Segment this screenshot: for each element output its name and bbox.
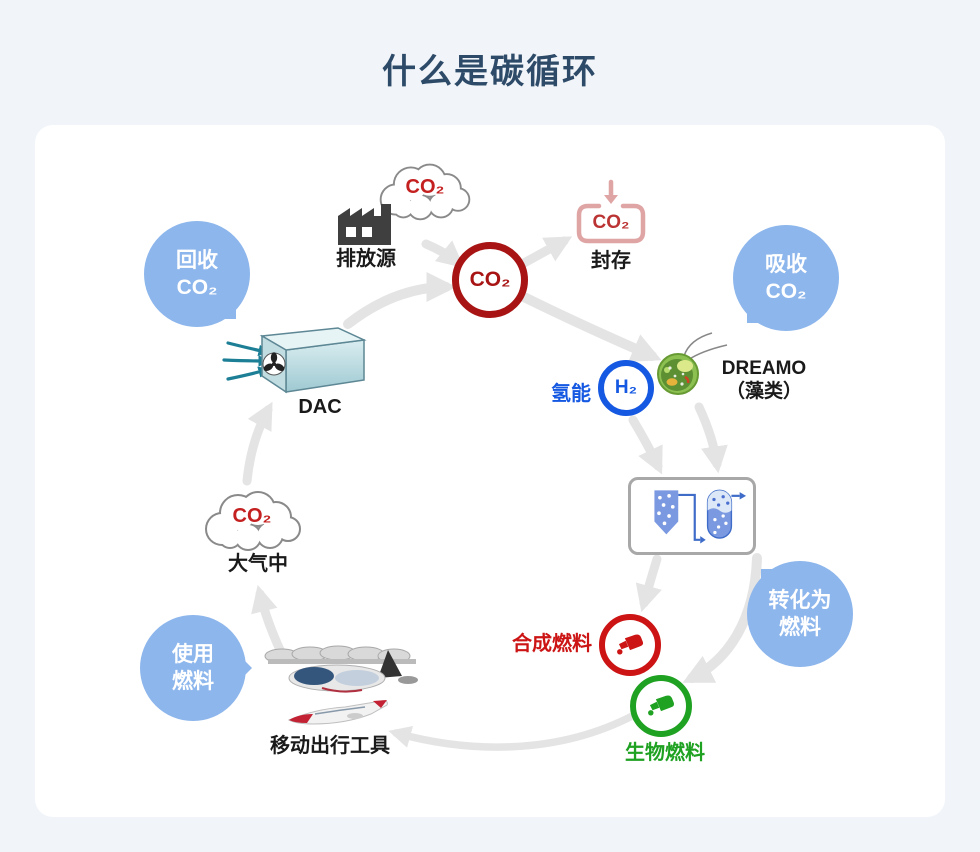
synthetic-fuel-label: 合成燃料 xyxy=(512,633,592,655)
dac-unit-icon xyxy=(259,327,367,394)
algae-cell-icon xyxy=(657,332,728,395)
h2-ring-icon: H₂ xyxy=(598,360,654,416)
bubble-text: CO₂ xyxy=(176,276,218,299)
speech-bubble-icon: 回收 CO₂ xyxy=(144,221,250,327)
speech-bubble-icon: 吸收 CO₂ xyxy=(733,225,839,331)
speech-bubble-icon: 使用 燃料 xyxy=(140,615,246,721)
speech-bubble-icon: 转化为 燃料 xyxy=(747,561,853,667)
convert-to-fuel-bubble: 转化为 燃料 xyxy=(736,544,853,667)
co2-hub-text: CO₂ xyxy=(469,268,511,291)
biofuel-label: 生物燃料 xyxy=(625,742,705,764)
hydrogen-label: 氢能 xyxy=(551,383,591,405)
algae-subname: （藻类） xyxy=(725,381,802,402)
co2-cloud-icon xyxy=(379,163,471,221)
emission-label: 排放源 xyxy=(336,248,396,270)
sequestration-box-icon xyxy=(576,179,646,244)
bubble-text: 吸收 xyxy=(765,252,807,276)
page-title: 什么是碳循环 xyxy=(382,53,598,91)
sequestration-co2-text: CO₂ xyxy=(592,212,630,233)
sequestration-label: 封存 xyxy=(591,250,631,272)
atmosphere-label: 大气中 xyxy=(228,553,288,575)
emission-cloud-co2-text: CO₂ xyxy=(405,176,445,198)
bubble-text: CO₂ xyxy=(765,280,807,303)
use-fuel-bubble: 使用 燃料 xyxy=(140,615,252,721)
recycle-co2-bubble: 回收 CO₂ xyxy=(144,221,261,344)
biofuel-ring-icon xyxy=(630,675,692,737)
evtol-aircraft-icon xyxy=(264,645,418,693)
fuel-nozzle-icon xyxy=(648,695,675,716)
co2-ring-icon: CO₂ xyxy=(452,242,528,318)
factory-icon xyxy=(338,204,391,245)
bubble-text: 使用 xyxy=(172,642,214,666)
absorb-co2-bubble: 吸收 CO₂ xyxy=(722,225,839,348)
atmosphere-cloud-co2-text: CO₂ xyxy=(232,505,272,527)
co2-cloud-icon xyxy=(205,491,301,551)
mobility-label: 移动出行工具 xyxy=(270,735,390,757)
h2-text: H₂ xyxy=(614,377,638,398)
reactor-vessels-icon xyxy=(654,489,747,544)
fuel-nozzle-icon xyxy=(617,634,644,655)
dac-label: DAC xyxy=(298,396,342,418)
algae-name: DREAMO xyxy=(721,358,807,379)
bubble-text: 燃料 xyxy=(779,616,821,639)
synthetic-fuel-ring-icon xyxy=(599,614,661,676)
bubble-text: 回收 xyxy=(176,248,218,272)
reactor-icon xyxy=(628,477,756,555)
bubble-text: 转化为 xyxy=(768,588,832,612)
bubble-text: 燃料 xyxy=(172,670,214,693)
jet-aircraft-icon xyxy=(287,700,388,725)
